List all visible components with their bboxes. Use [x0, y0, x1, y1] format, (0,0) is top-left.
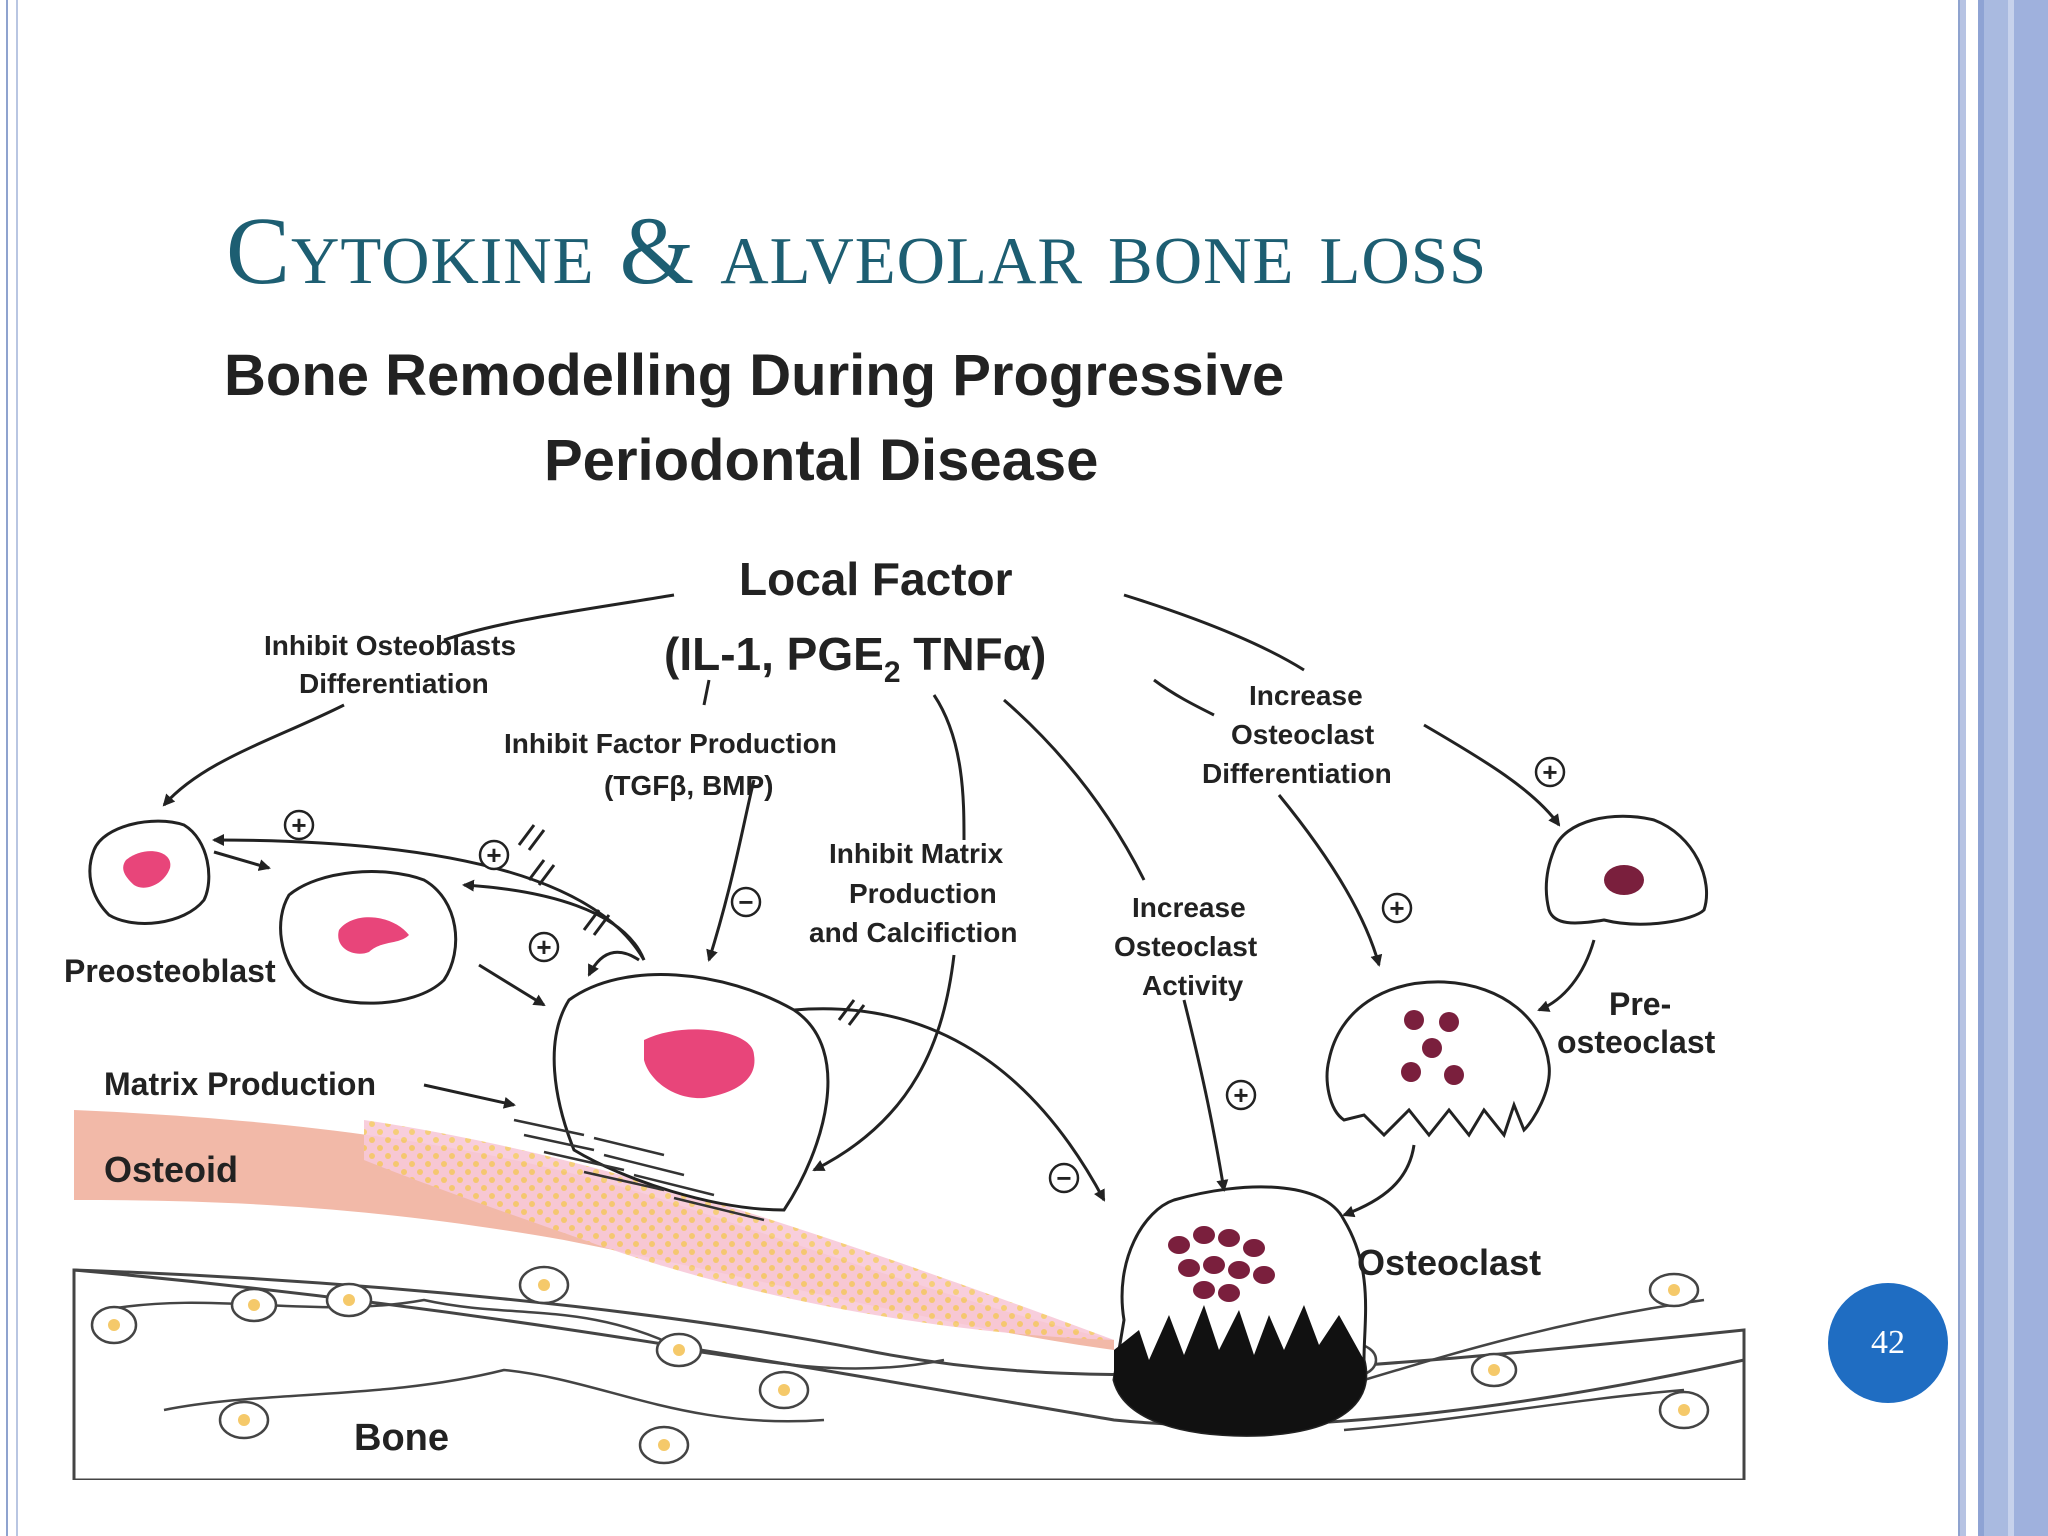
inhibit-factor-label-1: Inhibit Factor Production	[504, 728, 837, 759]
osteoclast-cell	[1112, 1185, 1368, 1437]
svg-text:+: +	[536, 932, 551, 962]
inhibit-matrix-label-3: and Calcifiction	[809, 917, 1017, 948]
svg-text:−: −	[1056, 1163, 1071, 1193]
increase-oc-activity-label-2: Osteoclast	[1114, 931, 1257, 962]
plus-sign: +	[283, 809, 315, 841]
mediators-label: (IL-1, PGE2 TNFα)	[664, 628, 1046, 689]
svg-text:−: −	[738, 887, 753, 917]
increase-oc-diff-label-1: Increase	[1249, 680, 1363, 711]
svg-text:+: +	[291, 810, 306, 840]
preosteoblast-cell-small	[88, 819, 211, 925]
page-number-badge: 42	[1828, 1283, 1948, 1403]
minus-sign: −	[730, 886, 762, 918]
matrix-production-arrow	[423, 1083, 516, 1109]
pre-osteoclast-cell-lower	[1325, 980, 1551, 1139]
increase-oc-activity-label-3: Activity	[1142, 970, 1244, 1001]
slide-left-border	[6, 0, 18, 1536]
diagram-title-line2: Periodontal Disease	[544, 428, 1098, 493]
pathway-arrows	[162, 593, 1596, 1218]
preosteoblast-label: Preosteoblast	[64, 953, 276, 989]
osteoid-label: Osteoid	[104, 1149, 238, 1190]
plus-sign: +	[478, 839, 510, 871]
svg-text:+: +	[1389, 893, 1404, 923]
osteoclast-label: Osteoclast	[1357, 1242, 1541, 1283]
bone-region	[72, 1268, 1746, 1480]
osteoblast-cell	[552, 973, 830, 1212]
slide-right-border	[1958, 0, 1966, 1536]
inhibit-factor-label-2: (TGFβ, BMP)	[604, 770, 774, 801]
slide-title: Cytokine & alveolar bone loss	[226, 197, 1488, 304]
diagram-title-line1: Bone Remodelling During Progressive	[224, 343, 1284, 408]
inhibition-hash-marks	[517, 824, 866, 1026]
plus-sign: +	[1225, 1079, 1257, 1111]
preosteoblast-cell-medium	[279, 870, 458, 1005]
local-factor-label: Local Factor	[739, 553, 1013, 605]
matrix-dots-band	[364, 1120, 1114, 1340]
bone-remodelling-diagram: Bone Remodelling During Progressive Peri…	[64, 320, 1794, 1480]
bone-label: Bone	[354, 1417, 449, 1459]
plus-sign: +	[1534, 756, 1566, 788]
pre-osteoclast-nuclei	[1401, 1010, 1464, 1085]
increase-oc-activity-label-1: Increase	[1132, 892, 1246, 923]
signs: + + + − − + + +	[283, 756, 1566, 1194]
osteoclast-nuclei	[1168, 1226, 1275, 1302]
inhibit-osteoblast-diff-label-1: Inhibit Osteoblasts	[264, 630, 516, 661]
inhibit-matrix-label-1: Inhibit Matrix	[829, 838, 1004, 869]
matrix-production-label: Matrix Production	[104, 1066, 376, 1102]
minus-sign: −	[1048, 1162, 1080, 1194]
inhibit-matrix-label-2: Production	[849, 878, 997, 909]
plus-sign: +	[528, 931, 560, 963]
pre-osteoclast-label-line1: Pre-	[1609, 986, 1671, 1022]
pre-osteoclast-cell-upper	[1544, 814, 1709, 926]
increase-oc-diff-label-2: Osteoclast	[1231, 719, 1374, 750]
svg-text:+: +	[1542, 757, 1557, 787]
increase-oc-diff-label-3: Differentiation	[1202, 758, 1392, 789]
svg-text:+: +	[1233, 1080, 1248, 1110]
matrix-deposit-lines	[513, 1118, 765, 1222]
pre-osteoclast-label-line2: osteoclast	[1557, 1024, 1716, 1060]
slide-right-border-bands	[1978, 0, 2048, 1536]
svg-text:+: +	[486, 840, 501, 870]
inhibit-osteoblast-diff-label-2: Differentiation	[299, 668, 489, 699]
plus-sign: +	[1381, 892, 1413, 924]
